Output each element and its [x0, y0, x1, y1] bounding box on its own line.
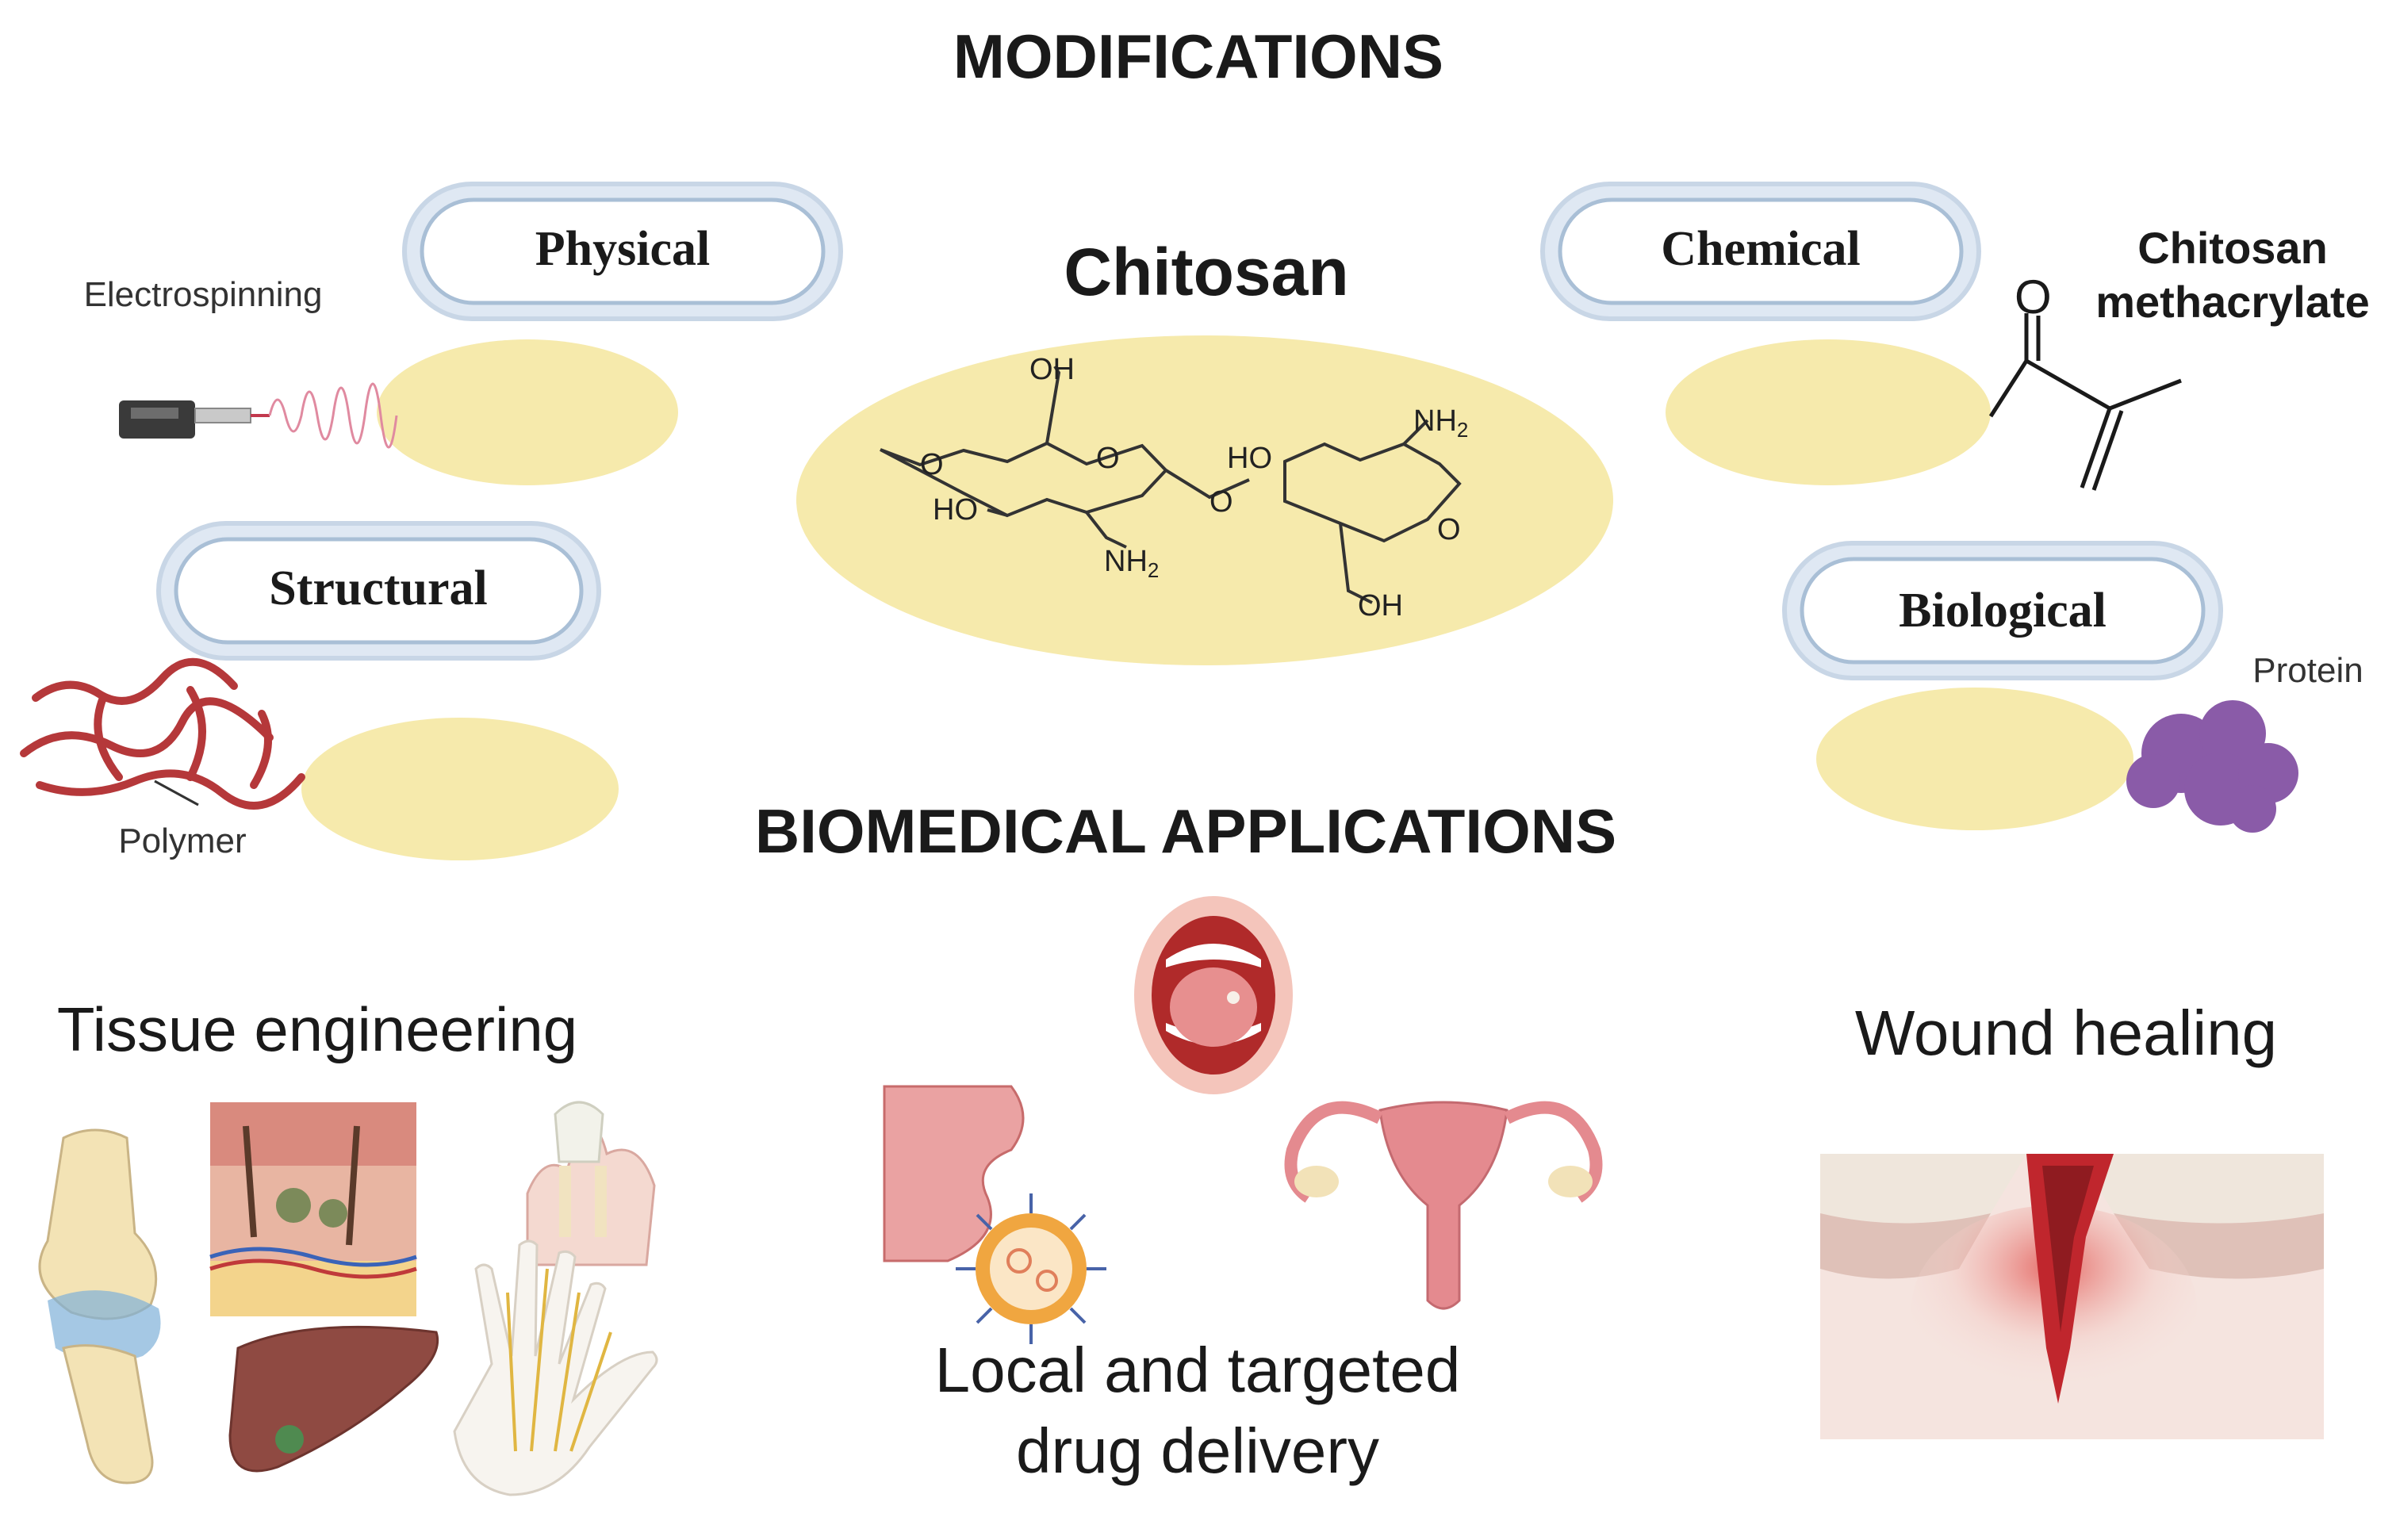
electrospinning-caption: Electrospinning [84, 275, 323, 314]
svg-text:OH: OH [1029, 353, 1075, 386]
svg-text:HO: HO [1227, 442, 1272, 475]
physical-ellipse [377, 339, 678, 485]
tooth-icon [526, 1101, 656, 1266]
svg-text:NH2: NH2 [1104, 545, 1159, 582]
svg-text:NH2: NH2 [1413, 404, 1468, 442]
svg-text:O: O [920, 448, 944, 481]
methacrylate-oxygen: O [2015, 270, 2052, 324]
chemical-pill: Chemical [1540, 182, 1981, 321]
chemical-ellipse [1666, 339, 1991, 485]
drug-delivery-label-line1: Local and targeted [935, 1335, 1461, 1405]
drug-delivery-label-line2: drug delivery [1016, 1415, 1379, 1486]
svg-text:O: O [1437, 513, 1461, 546]
biological-pill: Biological [1782, 541, 2223, 680]
physical-label: Physical [535, 222, 710, 276]
tissue-engineering-label: Tissue engineering [57, 994, 577, 1064]
chitosan-title: Chitosan [1064, 235, 1348, 309]
chitosan-atom-labels: OH O O HO NH2 O HO NH2 O OH [920, 353, 1468, 623]
physical-pill: Physical [402, 182, 843, 321]
skin-wound-icon [1820, 1154, 2324, 1439]
syringe-pump-icon [119, 382, 398, 449]
methacrylate-caption-line1: Chitosan [2137, 223, 2328, 273]
svg-text:OH: OH [1358, 589, 1403, 623]
methacrylate-structure-icon [1988, 313, 2182, 491]
structural-ellipse [301, 718, 619, 860]
uterus-icon [1284, 1101, 1603, 1310]
svg-text:O: O [1210, 485, 1233, 519]
chitosan-structure [880, 365, 1462, 604]
liver-icon [228, 1325, 439, 1473]
open-mouth-icon [1134, 896, 1293, 1094]
chemical-label: Chemical [1661, 222, 1860, 276]
methacrylate-caption-line2: methacrylate [2095, 277, 2370, 327]
hand-nerves-icon [453, 1239, 658, 1496]
biological-label: Biological [1899, 584, 2107, 638]
knee-joint-icon [38, 1128, 161, 1484]
protein-caption: Protein [2252, 651, 2363, 690]
applications-heading: BIOMEDICAL APPLICATIONS [755, 796, 1616, 866]
svg-text:HO: HO [933, 493, 978, 527]
svg-text:O: O [1096, 442, 1120, 475]
polymer-network-icon [20, 657, 305, 810]
biological-ellipse [1816, 688, 2133, 830]
polymer-pointer [154, 780, 199, 806]
protein-icon [2126, 700, 2298, 833]
wound-healing-label: Wound healing [1855, 998, 2277, 1068]
chitosan-ellipse [796, 335, 1613, 665]
tissue-nanoparticle-icon [883, 1085, 1106, 1344]
structural-pill: Structural [156, 521, 601, 661]
skin-section-icon [209, 1102, 417, 1316]
polymer-caption: Polymer [118, 822, 246, 860]
modifications-heading: MODIFICATIONS [953, 21, 1443, 91]
structural-label: Structural [269, 561, 488, 615]
